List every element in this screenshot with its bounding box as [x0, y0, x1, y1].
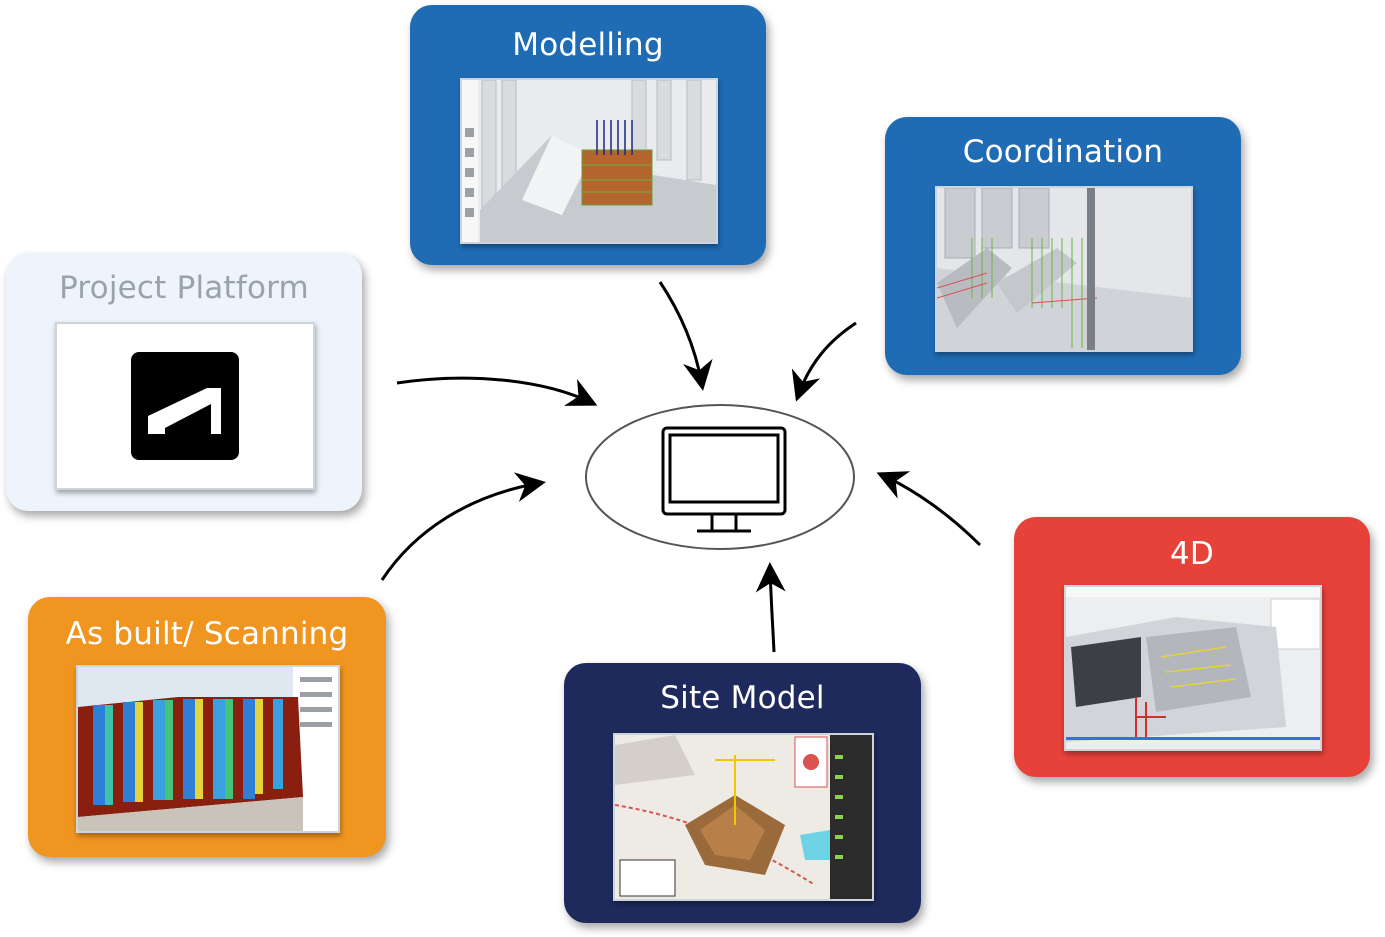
a-logo-icon [131, 352, 239, 460]
project-platform-panel [55, 322, 315, 490]
card-title-project-platform: Project Platform [59, 270, 309, 306]
modelling-screenshot [460, 78, 718, 244]
card-title-site-model: Site Model [660, 680, 825, 716]
arrow-site-model [755, 562, 786, 653]
center-hub [585, 404, 855, 550]
arrow-as-built [380, 472, 546, 581]
arrow-four-d [876, 471, 982, 547]
card-title-four-d: 4D [1170, 536, 1214, 572]
arrow-project-platform [396, 376, 598, 406]
card-coordination[interactable]: Coordination [885, 117, 1241, 375]
card-as-built[interactable]: As built/ Scanning [28, 597, 386, 857]
monitor-icon [661, 426, 787, 533]
site-model-screenshot [613, 733, 874, 901]
center-ellipse [585, 404, 855, 550]
card-project-platform[interactable]: Project Platform [6, 253, 362, 511]
card-title-coordination: Coordination [962, 134, 1164, 170]
arrow-coordination [791, 321, 857, 402]
card-site-model[interactable]: Site Model [564, 663, 921, 923]
coordination-screenshot [935, 186, 1193, 352]
as-built-screenshot [76, 665, 340, 833]
card-title-modelling: Modelling [512, 27, 664, 63]
card-modelling[interactable]: Modelling [410, 5, 766, 265]
arrow-modelling [658, 281, 713, 391]
four-d-screenshot [1064, 585, 1322, 751]
card-four-d[interactable]: 4D [1014, 517, 1370, 777]
card-title-as-built: As built/ Scanning [65, 616, 349, 652]
